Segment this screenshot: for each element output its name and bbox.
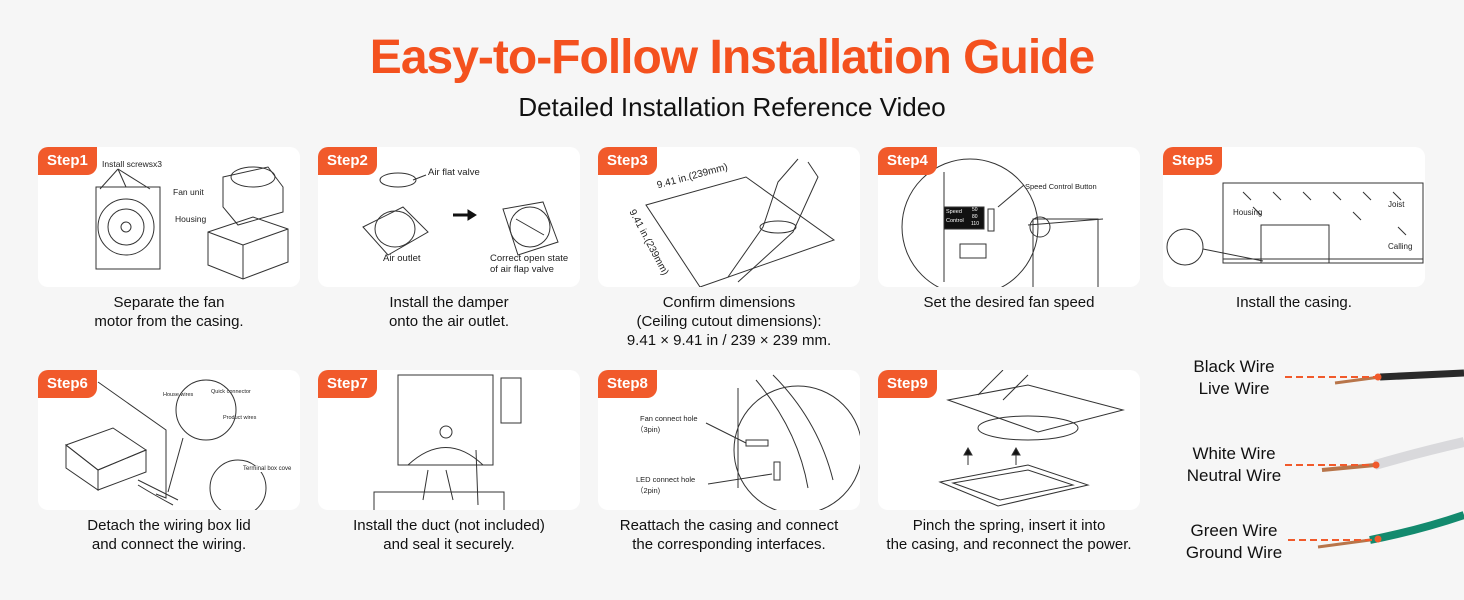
step-2-card: Step2 Air flat valve Air outlet Correct …	[318, 147, 580, 287]
diagram-label: of air flap valve	[490, 264, 554, 275]
step-badge: Step9	[878, 370, 937, 398]
black-wire-strands	[1334, 375, 1381, 385]
step-5-card: Step5 Housing Joist Calling	[1163, 147, 1425, 287]
diagram-label: Correct open state	[490, 253, 569, 264]
diagram-label: Air outlet	[383, 253, 421, 264]
step-4-card: Step4 Speed Control Button Speed Control…	[878, 147, 1140, 287]
diagram-label: Fan unit	[173, 187, 204, 197]
diagram-label: Install screwsx3	[102, 159, 162, 169]
page-title: Easy-to-Follow Installation Guide	[369, 31, 1095, 84]
diagram-label: Quick connector	[211, 389, 251, 395]
speed-control-illustration	[901, 158, 1104, 287]
step-badge: Step7	[318, 370, 377, 398]
diagram-label: 110	[971, 221, 979, 227]
green-wire-strands	[1317, 538, 1371, 549]
diagram-label: Air flat valve	[428, 167, 480, 178]
green-wire	[1369, 511, 1464, 544]
step-3-caption: Confirm dimensions(Ceiling cutout dimens…	[626, 294, 832, 349]
casing-install-illustration	[1166, 182, 1424, 266]
diagram-label: Housing	[175, 214, 207, 224]
diagram-label: Control	[946, 218, 964, 224]
grille-install-illustration	[938, 370, 1125, 507]
step-badge: Step1	[38, 147, 97, 175]
step-4-caption: Set the desired fan speed	[923, 294, 1095, 311]
white-wire	[1373, 437, 1464, 470]
step-8-card: Step8 Fan connect hole （3pin) LED connec…	[598, 370, 860, 510]
duct-illustration	[373, 374, 522, 510]
ceiling-cutout-illustration	[645, 158, 836, 287]
step-badge: Step3	[598, 147, 657, 175]
step-badge: Step5	[1163, 147, 1222, 175]
diagram-label: Calling	[1388, 242, 1413, 251]
diagram-label: （2pin)	[636, 486, 661, 495]
page-subtitle: Detailed Installation Reference Video	[518, 92, 946, 122]
diagram-label: 80	[972, 214, 978, 220]
step-badge: Step6	[38, 370, 97, 398]
black-wire	[1379, 369, 1464, 381]
step-3-card: Step3 9.41 in.(239mm) 9.41 in.(239mm)	[598, 147, 860, 287]
diagram-label: Joist	[1388, 200, 1405, 209]
step-7-caption: Install the duct (not included)and seal …	[353, 517, 545, 553]
diagram-label: Terminal box cove	[243, 466, 292, 472]
wiring-illustration	[64, 379, 267, 510]
step-1-card: Step1 Install screwsx3 Fan unit Housing	[38, 147, 300, 287]
step-badge: Step4	[878, 147, 937, 175]
diagram-label: Product wires	[223, 415, 257, 421]
step-5-caption: Install the casing.	[1236, 294, 1352, 311]
diagram-label: Speed	[946, 209, 962, 215]
diagram-label: House wires	[163, 392, 194, 398]
diagram-label: Housing	[1233, 208, 1263, 217]
wire-diagram	[1285, 369, 1464, 549]
diagram-label: Speed Control Button	[1025, 182, 1097, 191]
step-6-card: Step6 House wires Quick connector Produc…	[38, 370, 300, 510]
connector-illustration	[705, 374, 860, 510]
step-badge: Step8	[598, 370, 657, 398]
diagram-label: （3pin)	[636, 425, 661, 434]
step-badge: Step2	[318, 147, 377, 175]
diagram-label: LED connect hole	[636, 475, 696, 484]
diagram-label: 50	[972, 207, 978, 213]
damper-illustration	[362, 172, 559, 256]
step-9-card: Step9	[878, 370, 1140, 510]
step-7-card: Step7	[318, 370, 580, 510]
fan-unit-illustration	[95, 166, 289, 280]
diagram-label: Fan connect hole	[640, 414, 698, 423]
